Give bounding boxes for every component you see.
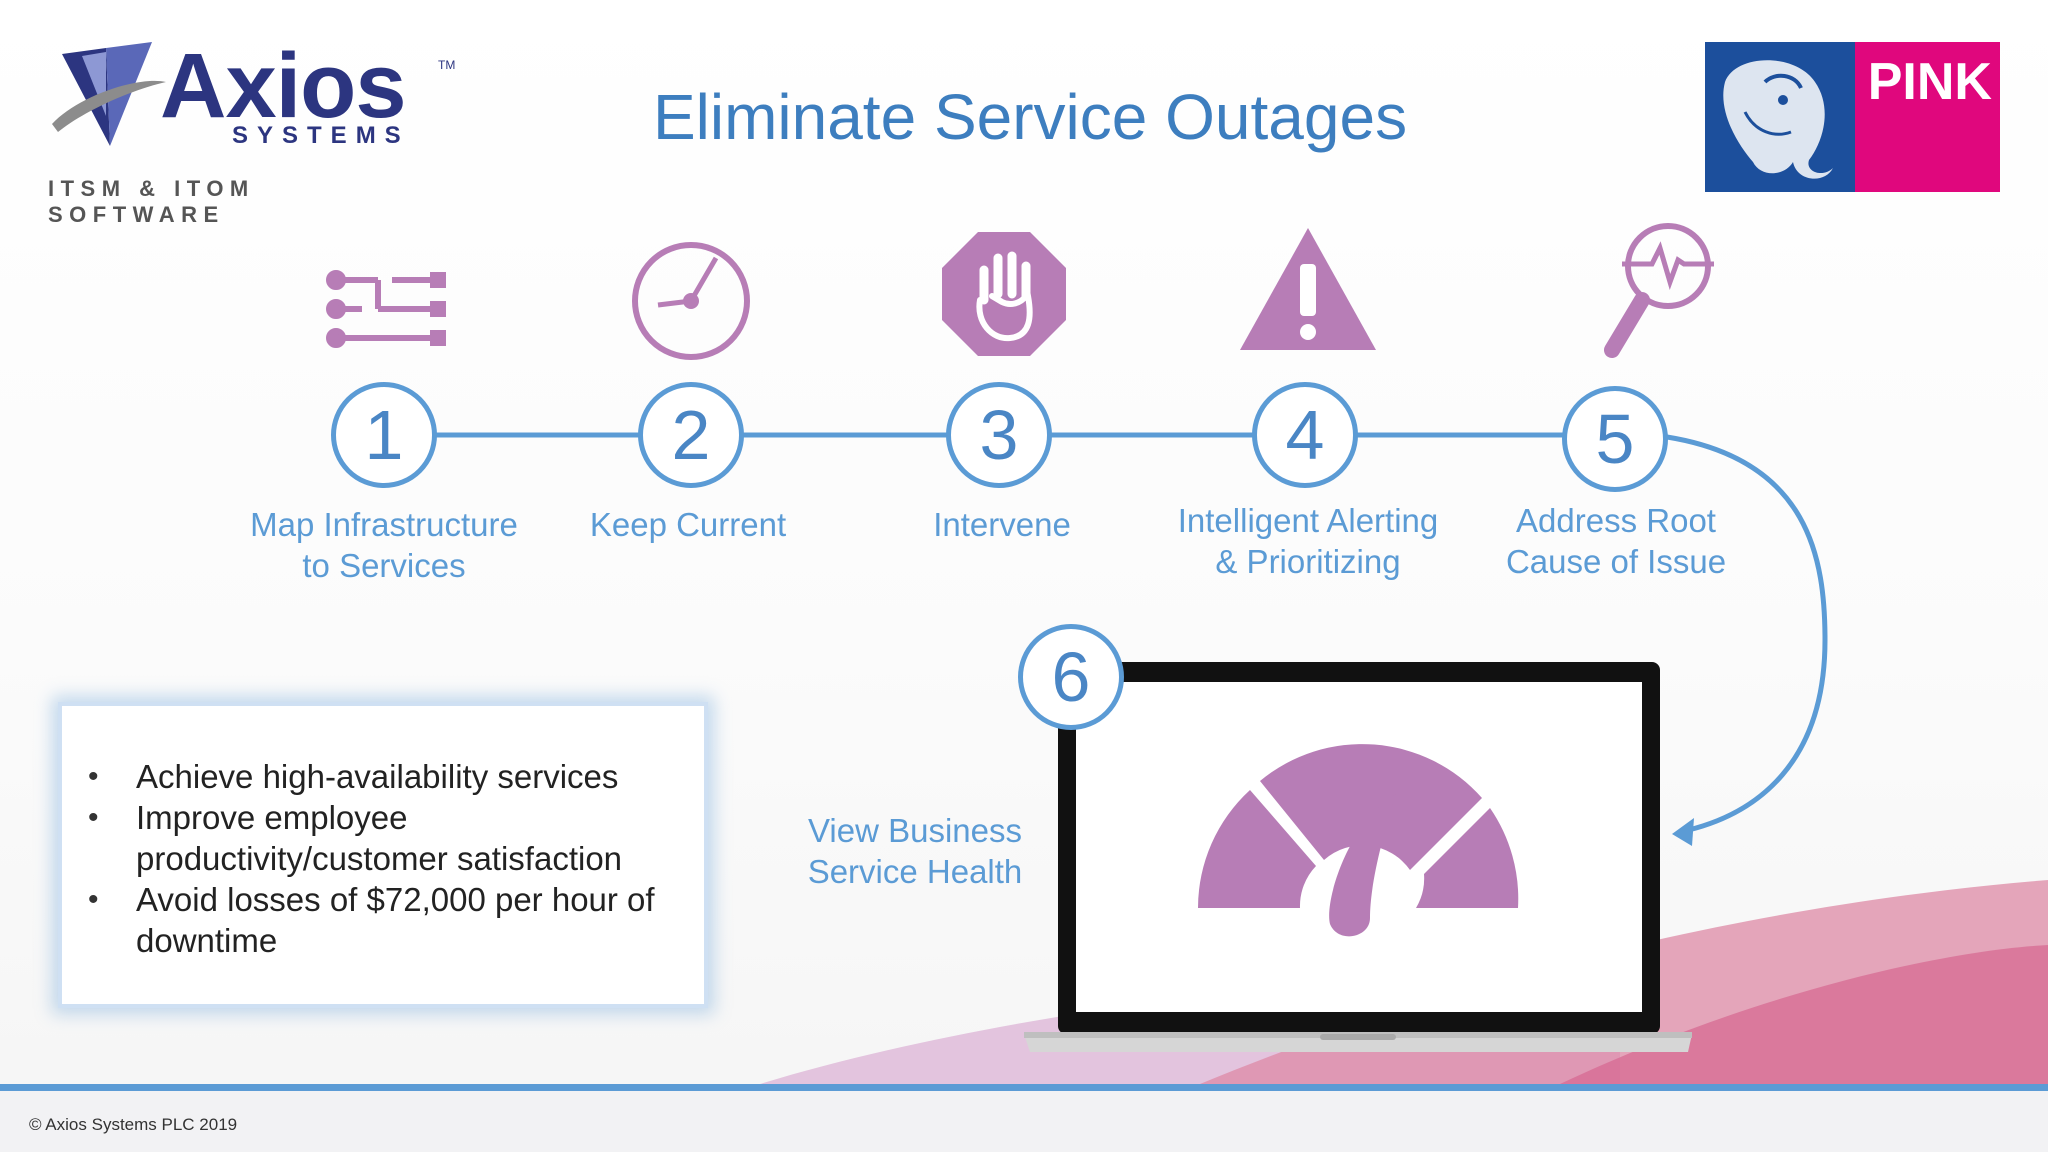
benefit-item: Achieve high-availability services: [74, 756, 694, 797]
step-2-label: Keep Current: [538, 504, 838, 545]
slide: Axios TM SYSTEMS ITSM & ITOM SOFTWARE El…: [0, 0, 2048, 1084]
axios-logo: Axios TM SYSTEMS ITSM & ITOM SOFTWARE: [40, 30, 455, 227]
step-4-label-line1: Intelligent Alerting: [1177, 502, 1439, 539]
step-6-label: View Business Service Health: [790, 810, 1040, 892]
step-3-label: Intervene: [852, 504, 1152, 545]
step-6-number: 6: [1018, 624, 1124, 730]
warning-icon: [1240, 228, 1376, 350]
service-map-icon: [326, 270, 446, 348]
logo-tagline: ITSM & ITOM SOFTWARE: [48, 176, 255, 227]
logo-subtitle: SYSTEMS: [232, 122, 410, 149]
step-1-label: Map Infrastructure to Services: [234, 504, 534, 586]
benefit-item: Improve employee productivity/customer s…: [74, 797, 694, 879]
step-5-label: Address Root Cause of Issue: [1466, 500, 1766, 582]
page-title: Eliminate Service Outages: [652, 81, 1408, 153]
step-5-label-line1: Address Root: [1516, 502, 1716, 539]
step-5-label-line2: Cause of Issue: [1505, 543, 1727, 580]
step-4-label: Intelligent Alerting & Prioritizing: [1158, 500, 1458, 582]
axios-emblem-icon: [52, 42, 166, 146]
step-6-label-line1: View Business: [807, 812, 1022, 849]
footer: © Axios Systems PLC 2019: [0, 1084, 2048, 1152]
step-2-number: 2: [638, 382, 744, 488]
step-3-label-line1: Intervene: [933, 506, 1071, 543]
pink-logo-text: PINK: [1867, 53, 1992, 111]
stop-hand-icon: [942, 232, 1066, 356]
step-1-label-line2: to Services: [302, 547, 466, 584]
benefits-box: Achieve high-availability services Impro…: [58, 702, 708, 1008]
step-1-number: 1: [331, 382, 437, 488]
logo-wordmark: Axios: [160, 35, 407, 137]
copyright-text: © Axios Systems PLC 2019: [29, 1115, 238, 1134]
step-4-label-line2: & Prioritizing: [1215, 543, 1401, 580]
pink-logo: PINK: [1705, 42, 2000, 192]
gauge-icon: [1198, 744, 1519, 937]
clock-icon: [632, 242, 750, 360]
arrowhead: [1672, 818, 1694, 846]
logo-trademark: TM: [438, 58, 456, 72]
step-2-label-line1: Keep Current: [589, 506, 787, 543]
benefits-list: Achieve high-availability services Impro…: [74, 756, 694, 961]
laptop-illustration: [1024, 662, 1692, 1052]
step-6-label-line2: Service Health: [807, 853, 1023, 890]
magnifier-pulse-icon: [1604, 223, 1714, 358]
step-4-number: 4: [1252, 382, 1358, 488]
step-5-number: 5: [1562, 386, 1668, 492]
benefit-item: Avoid losses of $72,000 per hour of down…: [74, 879, 694, 961]
step-3-number: 3: [946, 382, 1052, 488]
step-1-label-line1: Map Infrastructure: [250, 506, 518, 543]
elephant-emblem-icon: [1705, 42, 2000, 192]
